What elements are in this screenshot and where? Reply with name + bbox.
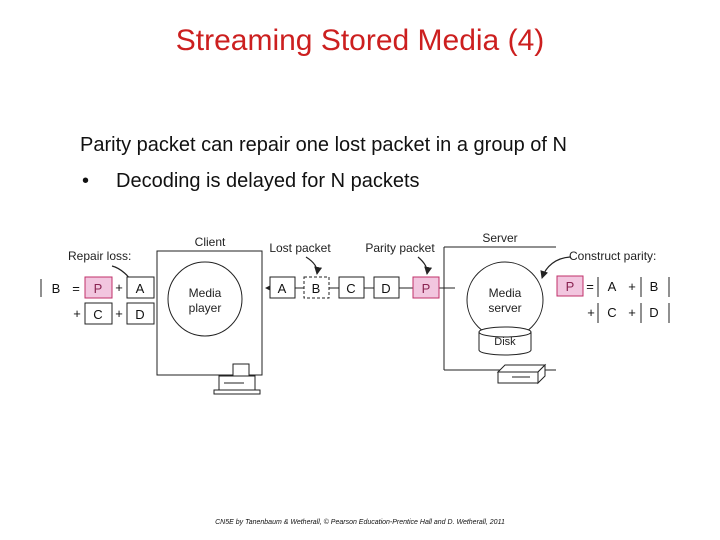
repair-eq-c: C (93, 307, 102, 322)
bullet-marker: • (82, 170, 90, 192)
repair-eq-c-box (84, 302, 113, 325)
repair-loss-label: Repair loss: (68, 249, 131, 263)
repair-eq-b: B (52, 281, 61, 296)
slide-title: Streaming Stored Media (4) (175, 24, 545, 57)
repair-eq-equals: = (72, 281, 80, 296)
parity-eq-plus-2: + (587, 305, 595, 320)
server-label: Server (482, 231, 517, 245)
packet-a: A (278, 281, 287, 296)
parity-eq-p: P (566, 279, 575, 294)
parity-eq-d: D (649, 305, 658, 320)
parity-description: Parity packet can repair one lost packet… (80, 134, 567, 156)
parity-eq-c: C (607, 305, 616, 320)
construct-parity-arrow (540, 256, 571, 279)
media-player-circle (167, 261, 243, 337)
repair-eq-d: D (135, 307, 144, 322)
repair-eq-plus-1: + (115, 280, 123, 295)
media-player-label-2: player (189, 301, 222, 315)
server-hardware-icon (496, 363, 547, 385)
repair-eq-a-box (126, 276, 155, 299)
construct-parity-label: Construct parity: (569, 249, 656, 263)
parity-eq-equals: = (586, 279, 594, 294)
packet-p-box (412, 276, 440, 299)
copyright-credit: CN5E by Tanenbaum & Wetherall, © Pearson… (215, 519, 505, 526)
media-player-label-1: Media (189, 286, 222, 300)
packet-p: P (422, 281, 431, 296)
parity-equation: P = A + B + C + D (556, 275, 670, 323)
parity-eq-b: B (650, 279, 659, 294)
lost-packet-label: Lost packet (269, 241, 331, 255)
repair-eq-p: P (94, 281, 103, 296)
packet-d: D (381, 281, 390, 296)
repair-eq-plus-2: + (73, 306, 81, 321)
lost-packet-arrow (305, 256, 323, 275)
disk-icon: Disk (478, 326, 532, 356)
repair-eq-d-box (126, 302, 155, 325)
decoding-delay-text: Decoding is delayed for N packets (116, 170, 420, 192)
parity-eq-parity-box (556, 275, 584, 297)
repair-eq-parity-box (84, 276, 113, 299)
parity-eq-a: A (608, 279, 617, 294)
client-label: Client (195, 235, 226, 249)
packet-b: B (312, 281, 321, 296)
media-server-label-2: server (488, 301, 521, 315)
packet-stream: A B C D P (269, 276, 440, 299)
parity-eq-plus-3: + (628, 305, 636, 320)
client-computer-icon (213, 363, 261, 395)
media-server-label-1: Media (489, 286, 522, 300)
packet-a-box (269, 276, 296, 299)
parity-packet-label: Parity packet (365, 241, 435, 255)
repair-eq-a: A (136, 281, 145, 296)
packet-c-box (338, 276, 365, 299)
repair-eq-plus-3: + (115, 306, 123, 321)
packet-c: C (346, 281, 355, 296)
parity-packet-arrow (417, 256, 433, 275)
repair-equation: B = P + A + C + D (40, 276, 155, 325)
parity-eq-plus-1: + (628, 279, 636, 294)
packet-d-box (373, 276, 400, 299)
packet-b-box-lost (303, 276, 330, 299)
disk-label: Disk (494, 336, 516, 348)
